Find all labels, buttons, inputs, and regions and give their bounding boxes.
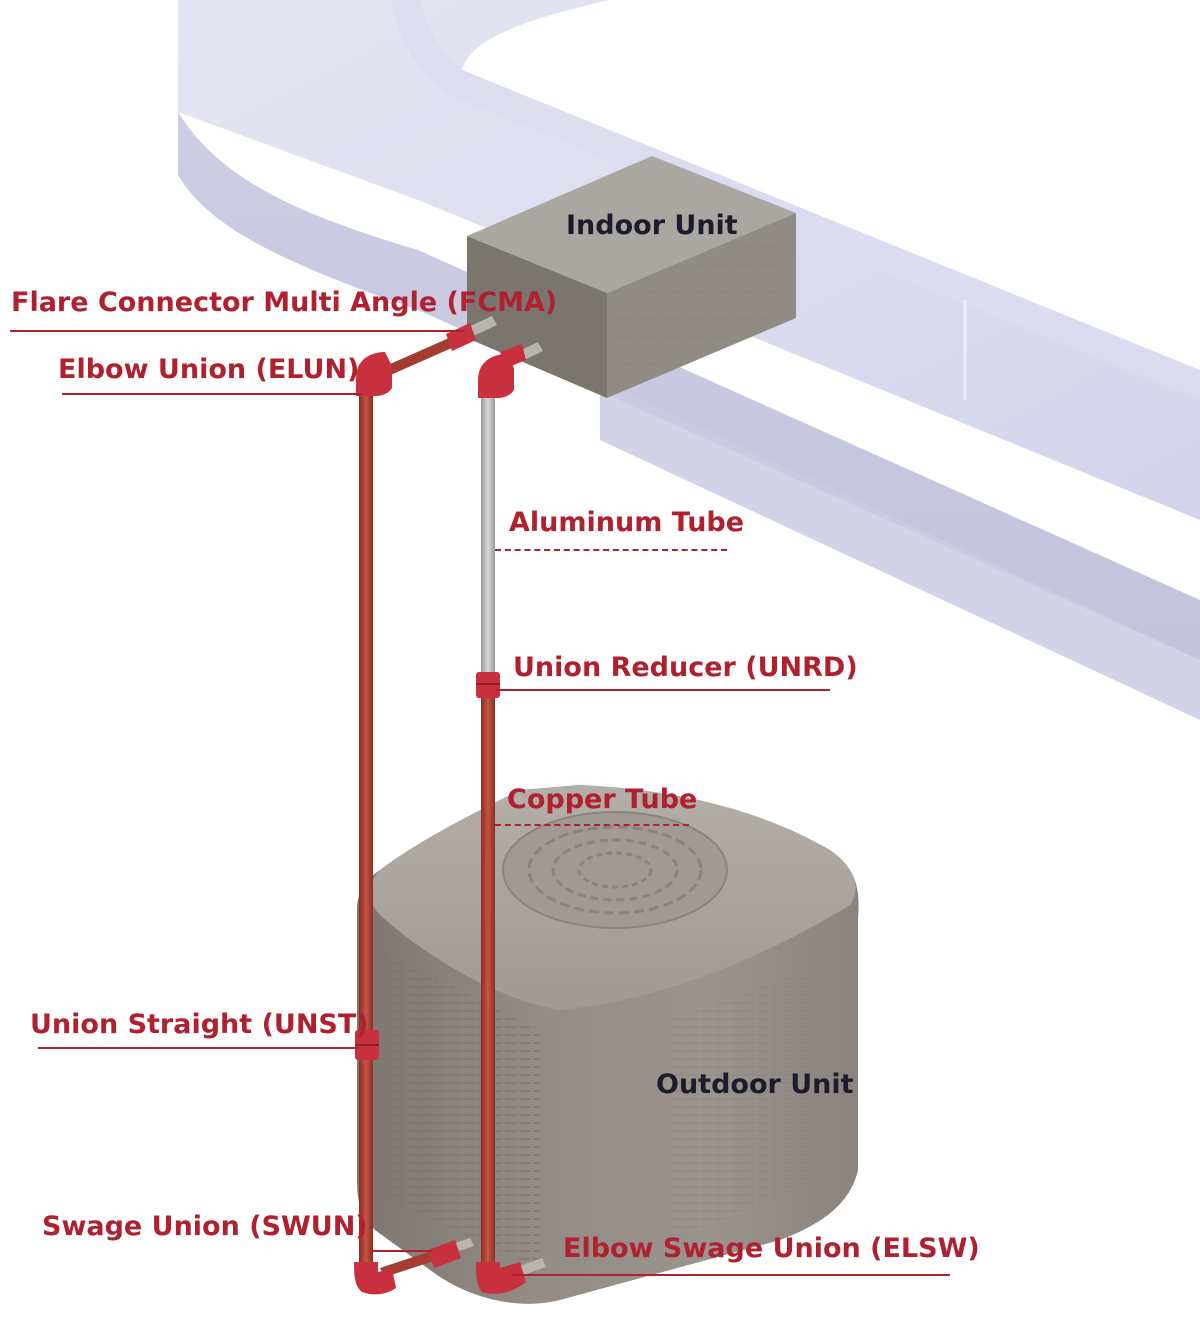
duct-side-face	[178, 0, 1200, 660]
aluminum-tube	[481, 385, 495, 675]
fcma-fitting	[446, 323, 476, 351]
elbow-union-left	[356, 352, 392, 396]
elbow-bottom-left	[354, 1262, 396, 1295]
indoor-unit-label: Indoor Unit	[566, 210, 738, 241]
outdoor-unit-label: Outdoor Unit	[656, 1069, 854, 1100]
fcma-leader-line	[10, 330, 465, 332]
swage-union-fitting	[428, 1240, 461, 1268]
indoor-unit-front	[467, 236, 607, 398]
union-reducer-fitting	[476, 672, 500, 698]
fan-ring-middle	[551, 838, 679, 902]
unst-leader-line	[38, 1047, 358, 1049]
unst-label: Union Straight (UNST)	[30, 1009, 369, 1040]
piping	[354, 316, 546, 1295]
swun-label: Swage Union (SWUN)	[42, 1211, 368, 1242]
indoor-unit-top	[467, 156, 796, 293]
copper-tube-left-vertical	[359, 385, 373, 1265]
stub-left-outdoor	[455, 1238, 474, 1251]
copper-tube-label: Copper Tube	[507, 784, 698, 815]
elun-label: Elbow Union (ELUN)	[58, 354, 360, 385]
indoor-unit	[467, 156, 796, 398]
outdoor-right-louvres	[670, 960, 835, 1240]
elbow-swage-union-fitting	[476, 1262, 526, 1294]
copper-tube-left-top	[372, 334, 463, 381]
unrd-leader-line	[497, 689, 830, 691]
union-straight-fitting	[355, 1030, 379, 1060]
outdoor-left-louvres	[380, 950, 540, 1270]
aluminum-tube-leader-line	[495, 549, 727, 551]
elsw-label: Elbow Swage Union (ELSW)	[563, 1233, 980, 1264]
unrd-label: Union Reducer (UNRD)	[513, 652, 858, 683]
outdoor-unit	[357, 785, 859, 1304]
aluminum-tube-label: Aluminum Tube	[509, 507, 745, 538]
elsw-leader-line	[512, 1274, 950, 1276]
duct-lower-edge	[600, 380, 1200, 720]
elun-leader-line	[62, 393, 362, 395]
copper-tube-right-vertical	[481, 695, 495, 1265]
fan-ring-inner	[577, 851, 653, 889]
copper-tube-leader-line	[495, 824, 689, 826]
swun-leader-line	[370, 1250, 432, 1252]
fcma-label: Flare Connector Multi Angle (FCMA)	[11, 287, 558, 318]
elbow-union-right	[478, 344, 526, 398]
fan-grille	[502, 811, 728, 929]
fan-ring-outer	[527, 825, 703, 915]
indoor-unit-grille	[615, 228, 785, 385]
